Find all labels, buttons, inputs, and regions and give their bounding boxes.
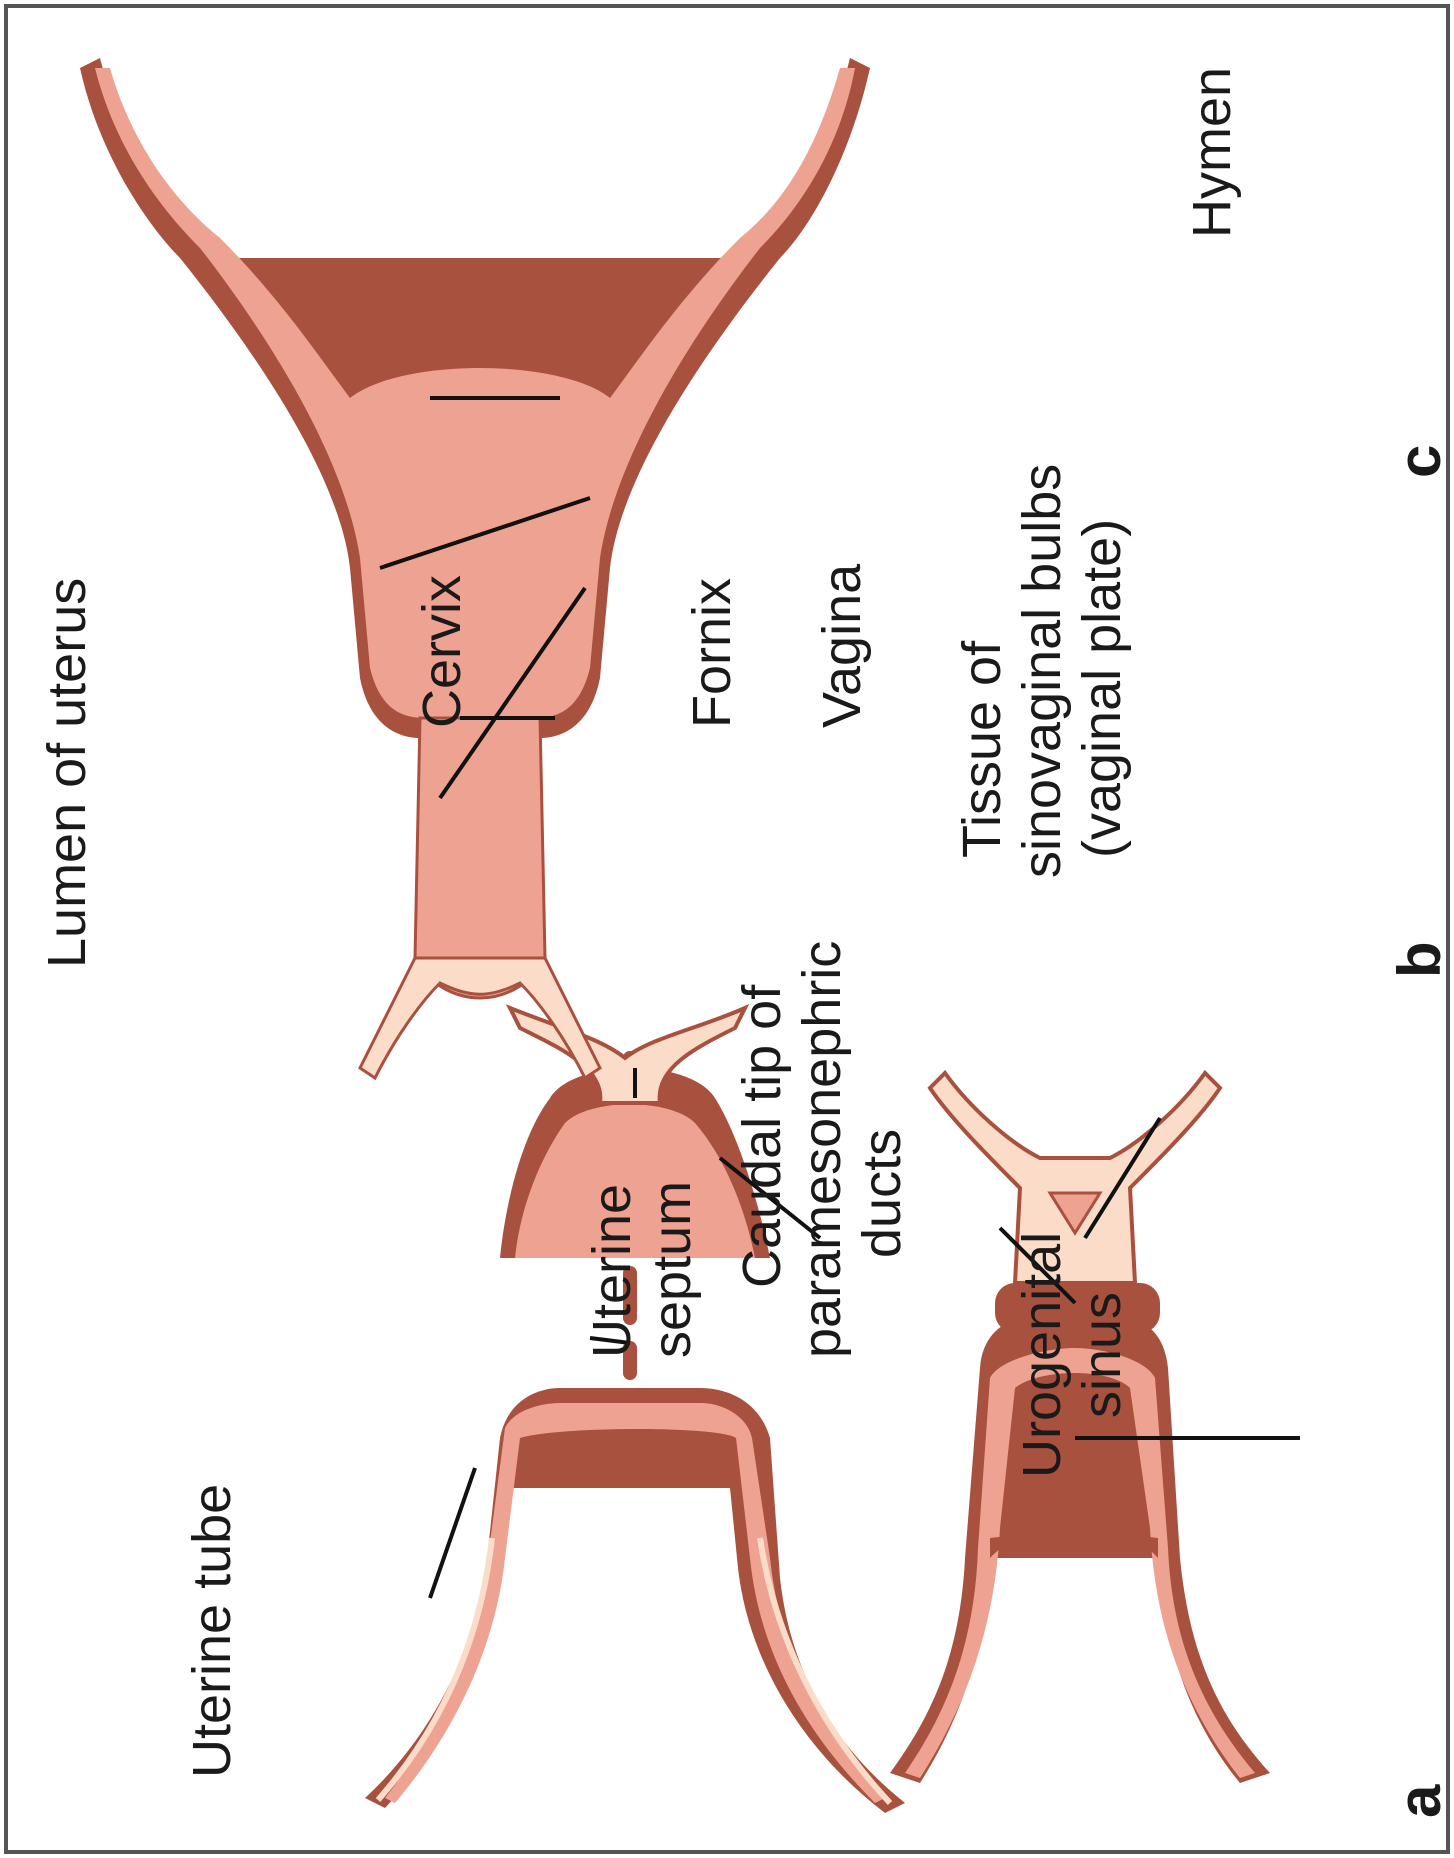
label-uterine-septum-2: septum	[642, 1181, 702, 1358]
label-uterine-septum-1: Uterine	[582, 1184, 642, 1358]
label-hymen: Hymen	[1182, 67, 1242, 238]
label-urogenital-sinus-2: sinus	[1072, 1292, 1132, 1418]
label-uterine-tube: Uterine tube	[182, 1484, 242, 1778]
label-caudal-tip-3: ducts	[852, 1129, 912, 1258]
label-tissue-sinovaginal-1: Tissue of	[952, 640, 1012, 858]
label-tissue-sinovaginal-3: (vaginal plate)	[1072, 519, 1132, 858]
panel-c-vagina	[415, 718, 545, 998]
label-tissue-sinovaginal-2: sinovaginal bulbs	[1012, 464, 1072, 878]
panel-letter-b: b	[1386, 941, 1453, 978]
label-caudal-tip-1: Caudal tip of	[732, 984, 792, 1288]
label-cervix: Cervix	[412, 575, 472, 728]
label-caudal-tip-2: paramesonephric	[792, 941, 852, 1358]
label-vagina: Vagina	[812, 563, 872, 728]
panel-letter-c: c	[1386, 445, 1453, 478]
label-lumen-of-uterus: Lumen of uterus	[37, 578, 97, 968]
label-fornix: Fornix	[682, 578, 742, 728]
label-urogenital-sinus-1: Urogenital	[1012, 1232, 1072, 1478]
panel-letter-a: a	[1386, 1784, 1453, 1818]
